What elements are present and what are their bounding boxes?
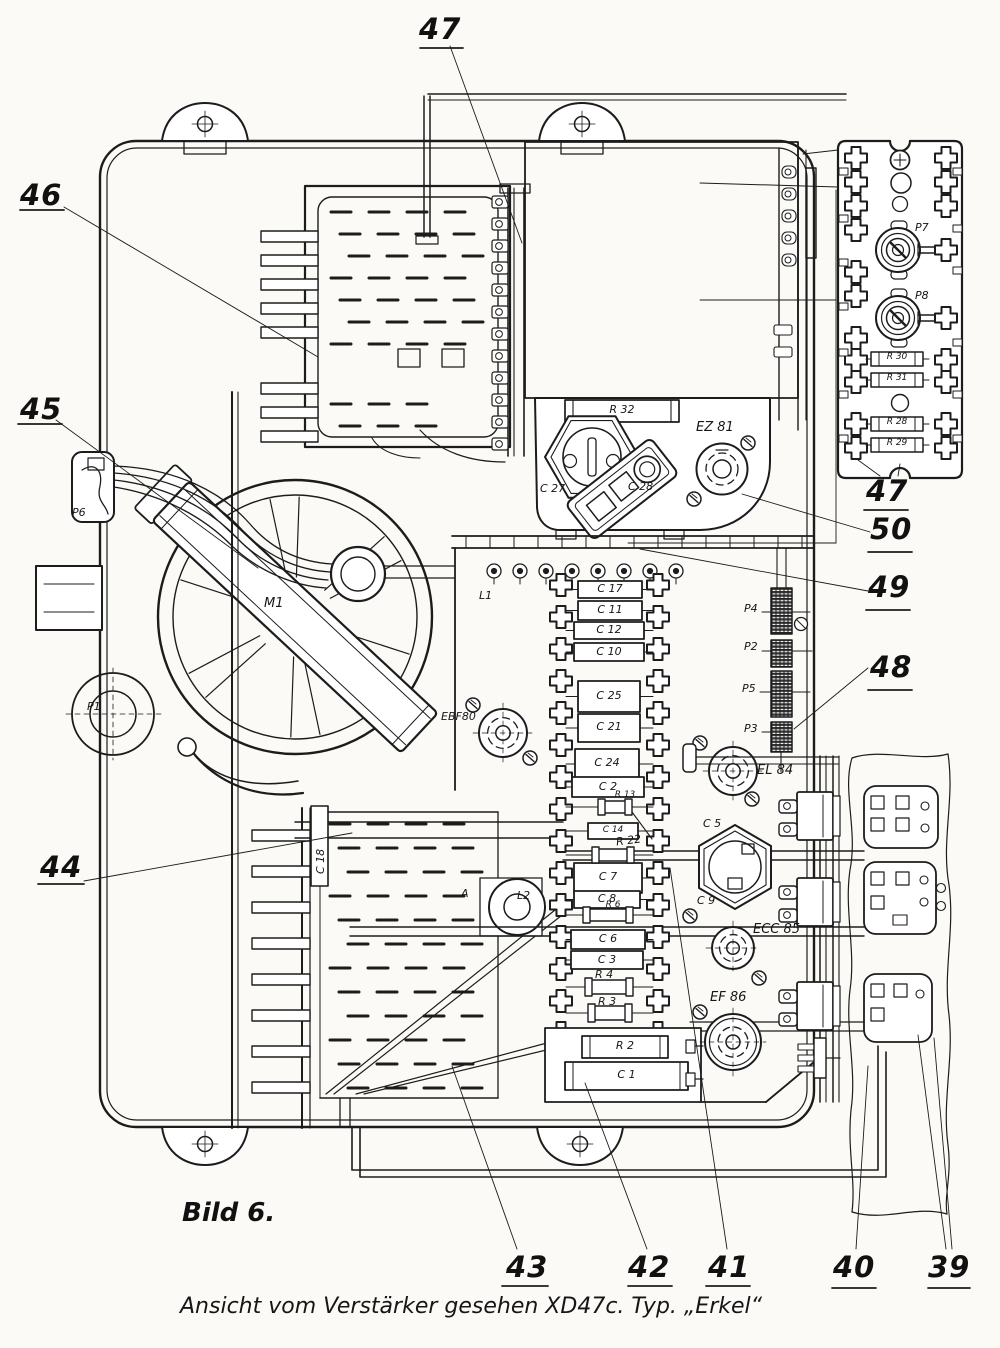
label-c11: C 11 [597,603,623,616]
label-r6: R 6 [605,900,621,910]
label-p6: P6 [72,506,86,519]
callout-40: 40 [833,1250,876,1284]
label-p3: P3 [744,722,758,735]
callout-leader-lines [17,45,971,1289]
callout-47-panel: 47 [866,474,909,508]
label-c28: C 28 [628,480,654,493]
label-c5: C 5 [703,817,722,830]
label-r3: R 3 [598,995,617,1008]
callout-43: 43 [506,1250,549,1284]
figure-number: Bild 6. [182,1198,276,1228]
label-c24: C 24 [594,756,620,769]
chassis-outline [98,93,847,1166]
right-edge-connectors [682,743,841,1103]
label-p7: P7 [915,221,929,234]
label-m1: M1 [264,596,284,611]
callout-47-top: 47 [419,12,462,46]
callout-44: 44 [40,850,83,884]
label-r32: R 32 [609,403,635,416]
label-c9: C 9 [697,894,716,907]
label-r31: R 31 [886,373,908,383]
label-c10: C 10 [596,645,622,658]
callout-49: 49 [868,570,911,604]
label-p2: P2 [744,640,758,653]
callout-39: 39 [928,1250,971,1284]
callout-42: 42 [628,1250,671,1284]
label-p5: P5 [742,682,756,695]
label-c21: C 21 [596,720,622,733]
label-r28: R 28 [886,417,908,427]
label-r29: R 29 [886,438,908,448]
tube-sockets-column [465,697,772,1077]
label-r4: R 4 [595,968,614,981]
label-r2: R 2 [615,1039,635,1052]
torn-detail-panel [847,753,952,1216]
speaker-m1 [134,464,438,796]
label-c17: C 17 [597,582,623,595]
label-c25: C 25 [596,689,622,702]
label-c6: C 6 [598,932,618,945]
label-p8: P8 [915,289,929,302]
label-el84: EL 84 [757,763,794,778]
callout-50: 50 [870,512,913,546]
label-l1: L1 [479,589,493,602]
label-c7: C 7 [598,870,618,883]
figure-caption: Ansicht vom Verstärker gesehen XD47c. Ty… [180,1294,763,1319]
label-c14: C 14 [602,825,624,835]
label-a: A [461,887,469,900]
label-c1: C 1 [617,1068,636,1081]
label-c12: C 12 [596,623,622,636]
output-transformer-top [260,184,512,463]
left-side-connectors [35,391,456,1129]
label-c8: C 8 [597,892,617,905]
label-r13: R 13 [614,790,636,800]
preset-pot-strip [759,547,813,773]
label-c3: C 3 [597,953,617,966]
central-tag-board [451,535,815,1103]
tag-panel-47 [627,139,964,544]
label-ecc85: ECC 85 [753,922,801,937]
label-p1: P1 [87,700,101,713]
label-c18: C 18 [314,848,327,874]
solder-strip-top [491,183,531,457]
callout-45: 45 [20,392,63,426]
rectifier-unit-ez81 [534,397,771,540]
label-c2: C 2 [598,780,618,793]
label-l2: L2 [517,889,531,902]
label-p4: P4 [744,602,758,615]
label-ebf80: EBF80 [441,710,476,723]
callout-41: 41 [708,1250,751,1284]
label-c27: C 27 [540,482,566,495]
callout-48: 48 [870,650,913,684]
label-r30: R 30 [886,352,908,362]
callout-46: 46 [20,178,63,212]
label-ef86: EF 86 [710,990,747,1005]
label-ez81: EZ 81 [696,420,734,435]
